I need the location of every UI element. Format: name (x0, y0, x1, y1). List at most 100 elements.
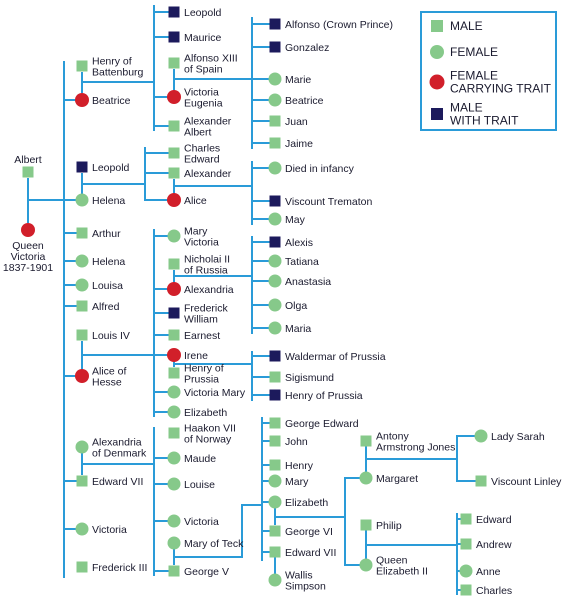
person-symbol-alfonso_cp (269, 18, 281, 30)
person-label-charles: Charles (476, 585, 512, 597)
person-symbol-antony (360, 435, 372, 447)
person-symbol-louis4 (76, 329, 88, 341)
person-label-viscount_t: Viscount Trematon (285, 196, 373, 208)
person-symbol-leopold_s (76, 161, 88, 173)
person-symbol-henry_w (269, 459, 281, 471)
person-label-alexis: Alexis (285, 237, 313, 249)
person-symbol-alexandria_r (167, 282, 181, 296)
person-symbol-helena2 (75, 254, 89, 268)
person-label-albert: Albert (14, 154, 42, 166)
person-label-george6: George VI (285, 526, 333, 538)
person-label-victoria_mary: Victoria Mary (184, 387, 246, 399)
person-symbol-marie (268, 72, 282, 86)
person-label-olga: Olga (285, 300, 307, 312)
person-symbol-alfonso13 (168, 57, 180, 69)
person-symbol-henry_p (168, 367, 180, 379)
person-symbol-anne (459, 564, 473, 578)
person-symbol-sigismund (269, 371, 281, 383)
person-label-edward7b: Edward VII (285, 547, 336, 559)
person-symbol-mary_w (268, 474, 282, 488)
person-label-jaime: Jaime (285, 138, 313, 150)
person-symbol-beatrice_s (268, 93, 282, 107)
person-label-earnest: Earnest (184, 330, 220, 342)
person-label-frederick3: Frederick III (92, 562, 147, 574)
person-symbol-may (268, 212, 282, 226)
person-symbol-irene (167, 348, 181, 362)
person-symbol-margaret (359, 471, 373, 485)
person-symbol-olga (268, 298, 282, 312)
legend-symbol-male_trait (431, 108, 443, 120)
person-symbol-george5 (168, 565, 180, 577)
person-symbol-mary_teck (167, 536, 181, 550)
person-symbol-alice_l (167, 193, 181, 207)
person-symbol-albert (22, 166, 34, 178)
person-symbol-viscount_l (475, 475, 487, 487)
person-label-alfred: Alfred (92, 301, 120, 313)
person-symbol-beatrice (75, 93, 89, 107)
person-symbol-arthur (76, 227, 88, 239)
person-label-anne: Anne (476, 566, 501, 578)
person-symbol-george_e (269, 417, 281, 429)
person-label-lady_sarah: Lady Sarah (491, 431, 545, 443)
person-symbol-helena1 (75, 193, 89, 207)
legend-label-male: MALE (450, 19, 483, 33)
person-label-alexandria_r: Alexandria (184, 284, 234, 296)
legend-box (420, 11, 557, 131)
person-label-henry_pr: Henry of Prussia (285, 390, 363, 402)
legend-symbol-female_trait (429, 74, 445, 90)
person-label-victoria_d: Victoria (92, 524, 127, 536)
person-symbol-maurice (168, 31, 180, 43)
person-label-victoria_w: Victoria (184, 516, 219, 528)
person-symbol-alexander_a (168, 120, 180, 132)
person-symbol-elizabeth_w (268, 495, 282, 509)
person-label-died_infancy: Died in infancy (285, 163, 355, 175)
person-symbols (21, 6, 488, 596)
person-symbol-john (269, 435, 281, 447)
person-label-elizabeth_h: Elizabeth (184, 407, 227, 419)
person-label-tatiana: Tatiana (285, 256, 319, 268)
person-symbol-juan (269, 115, 281, 127)
person-symbol-henry_batt (76, 60, 88, 72)
person-label-john: John (285, 436, 308, 448)
person-symbol-victoria_e (167, 90, 181, 104)
person-symbol-viscount_t (269, 195, 281, 207)
person-label-may: May (285, 214, 306, 226)
person-label-waldermar: Waldermar of Prussia (285, 351, 386, 363)
person-symbol-nicholai (168, 258, 180, 270)
person-symbol-queen_e2 (359, 558, 373, 572)
person-symbol-frederick_w (168, 307, 180, 319)
person-label-viscount_l: Viscount Linley (491, 476, 562, 488)
person-symbol-died_infancy (268, 161, 282, 175)
person-symbol-anastasia (268, 274, 282, 288)
person-label-edward_c: Edward (476, 514, 512, 526)
person-label-alice_l: Alice (184, 195, 207, 207)
person-label-irene: Irene (184, 350, 208, 362)
person-label-alfonso_cp: Alfonso (Crown Prince) (285, 19, 393, 31)
person-symbol-victoria_d (75, 522, 89, 536)
person-symbol-alexis (269, 236, 281, 248)
legend-symbol-female (430, 45, 444, 59)
person-label-maude: Maude (184, 453, 216, 465)
person-symbol-andrew (460, 538, 472, 550)
person-label-edward7: Edward VII (92, 476, 143, 488)
person-symbol-edward_c (460, 513, 472, 525)
person-label-george5: George V (184, 566, 229, 578)
person-symbol-charles_e (168, 147, 180, 159)
person-symbol-jaime (269, 137, 281, 149)
person-symbol-alexandria_d (75, 440, 89, 454)
person-symbol-frederick3 (76, 561, 88, 573)
